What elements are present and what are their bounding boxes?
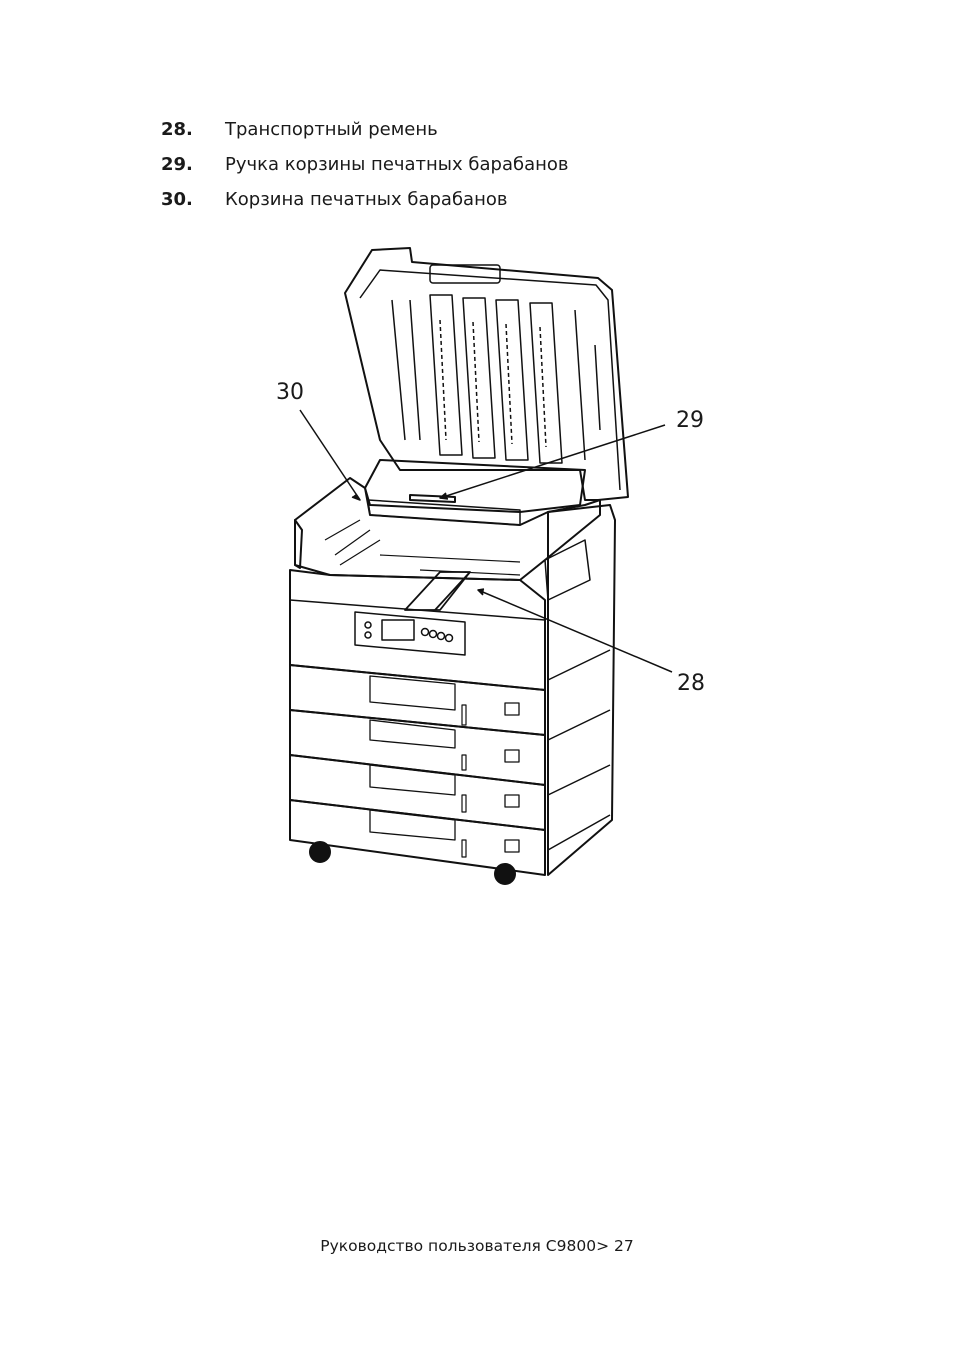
item-label: Транспортный ремень bbox=[225, 119, 438, 140]
parts-list: 28. Транспортный ремень 29. Ручка корзин… bbox=[161, 119, 569, 224]
item-label: Ручка корзины печатных барабанов bbox=[225, 154, 569, 175]
printer-front bbox=[289, 569, 546, 691]
basket-handle bbox=[409, 494, 456, 503]
control-panel bbox=[354, 611, 466, 656]
list-item: 28. Транспортный ремень bbox=[161, 119, 569, 154]
paper-trays bbox=[289, 664, 546, 876]
drum-slots bbox=[391, 294, 601, 464]
list-item: 29. Ручка корзины печатных барабанов bbox=[161, 154, 569, 189]
item-number: 28. bbox=[161, 119, 193, 140]
item-label: Корзина печатных барабанов bbox=[225, 189, 508, 210]
caster bbox=[494, 863, 516, 885]
caster bbox=[309, 841, 331, 863]
callout-30: 30 bbox=[276, 380, 304, 405]
callout-28: 28 bbox=[677, 671, 705, 696]
page-footer: Руководство пользователя C9800> 27 bbox=[320, 1237, 634, 1255]
printer-illustration bbox=[289, 247, 673, 885]
item-number: 30. bbox=[161, 189, 193, 210]
leader-lines bbox=[299, 409, 673, 673]
item-number: 29. bbox=[161, 154, 193, 175]
list-item: 30. Корзина печатных барабанов bbox=[161, 189, 569, 224]
callout-29: 29 bbox=[676, 408, 704, 433]
top-cover bbox=[344, 247, 629, 501]
